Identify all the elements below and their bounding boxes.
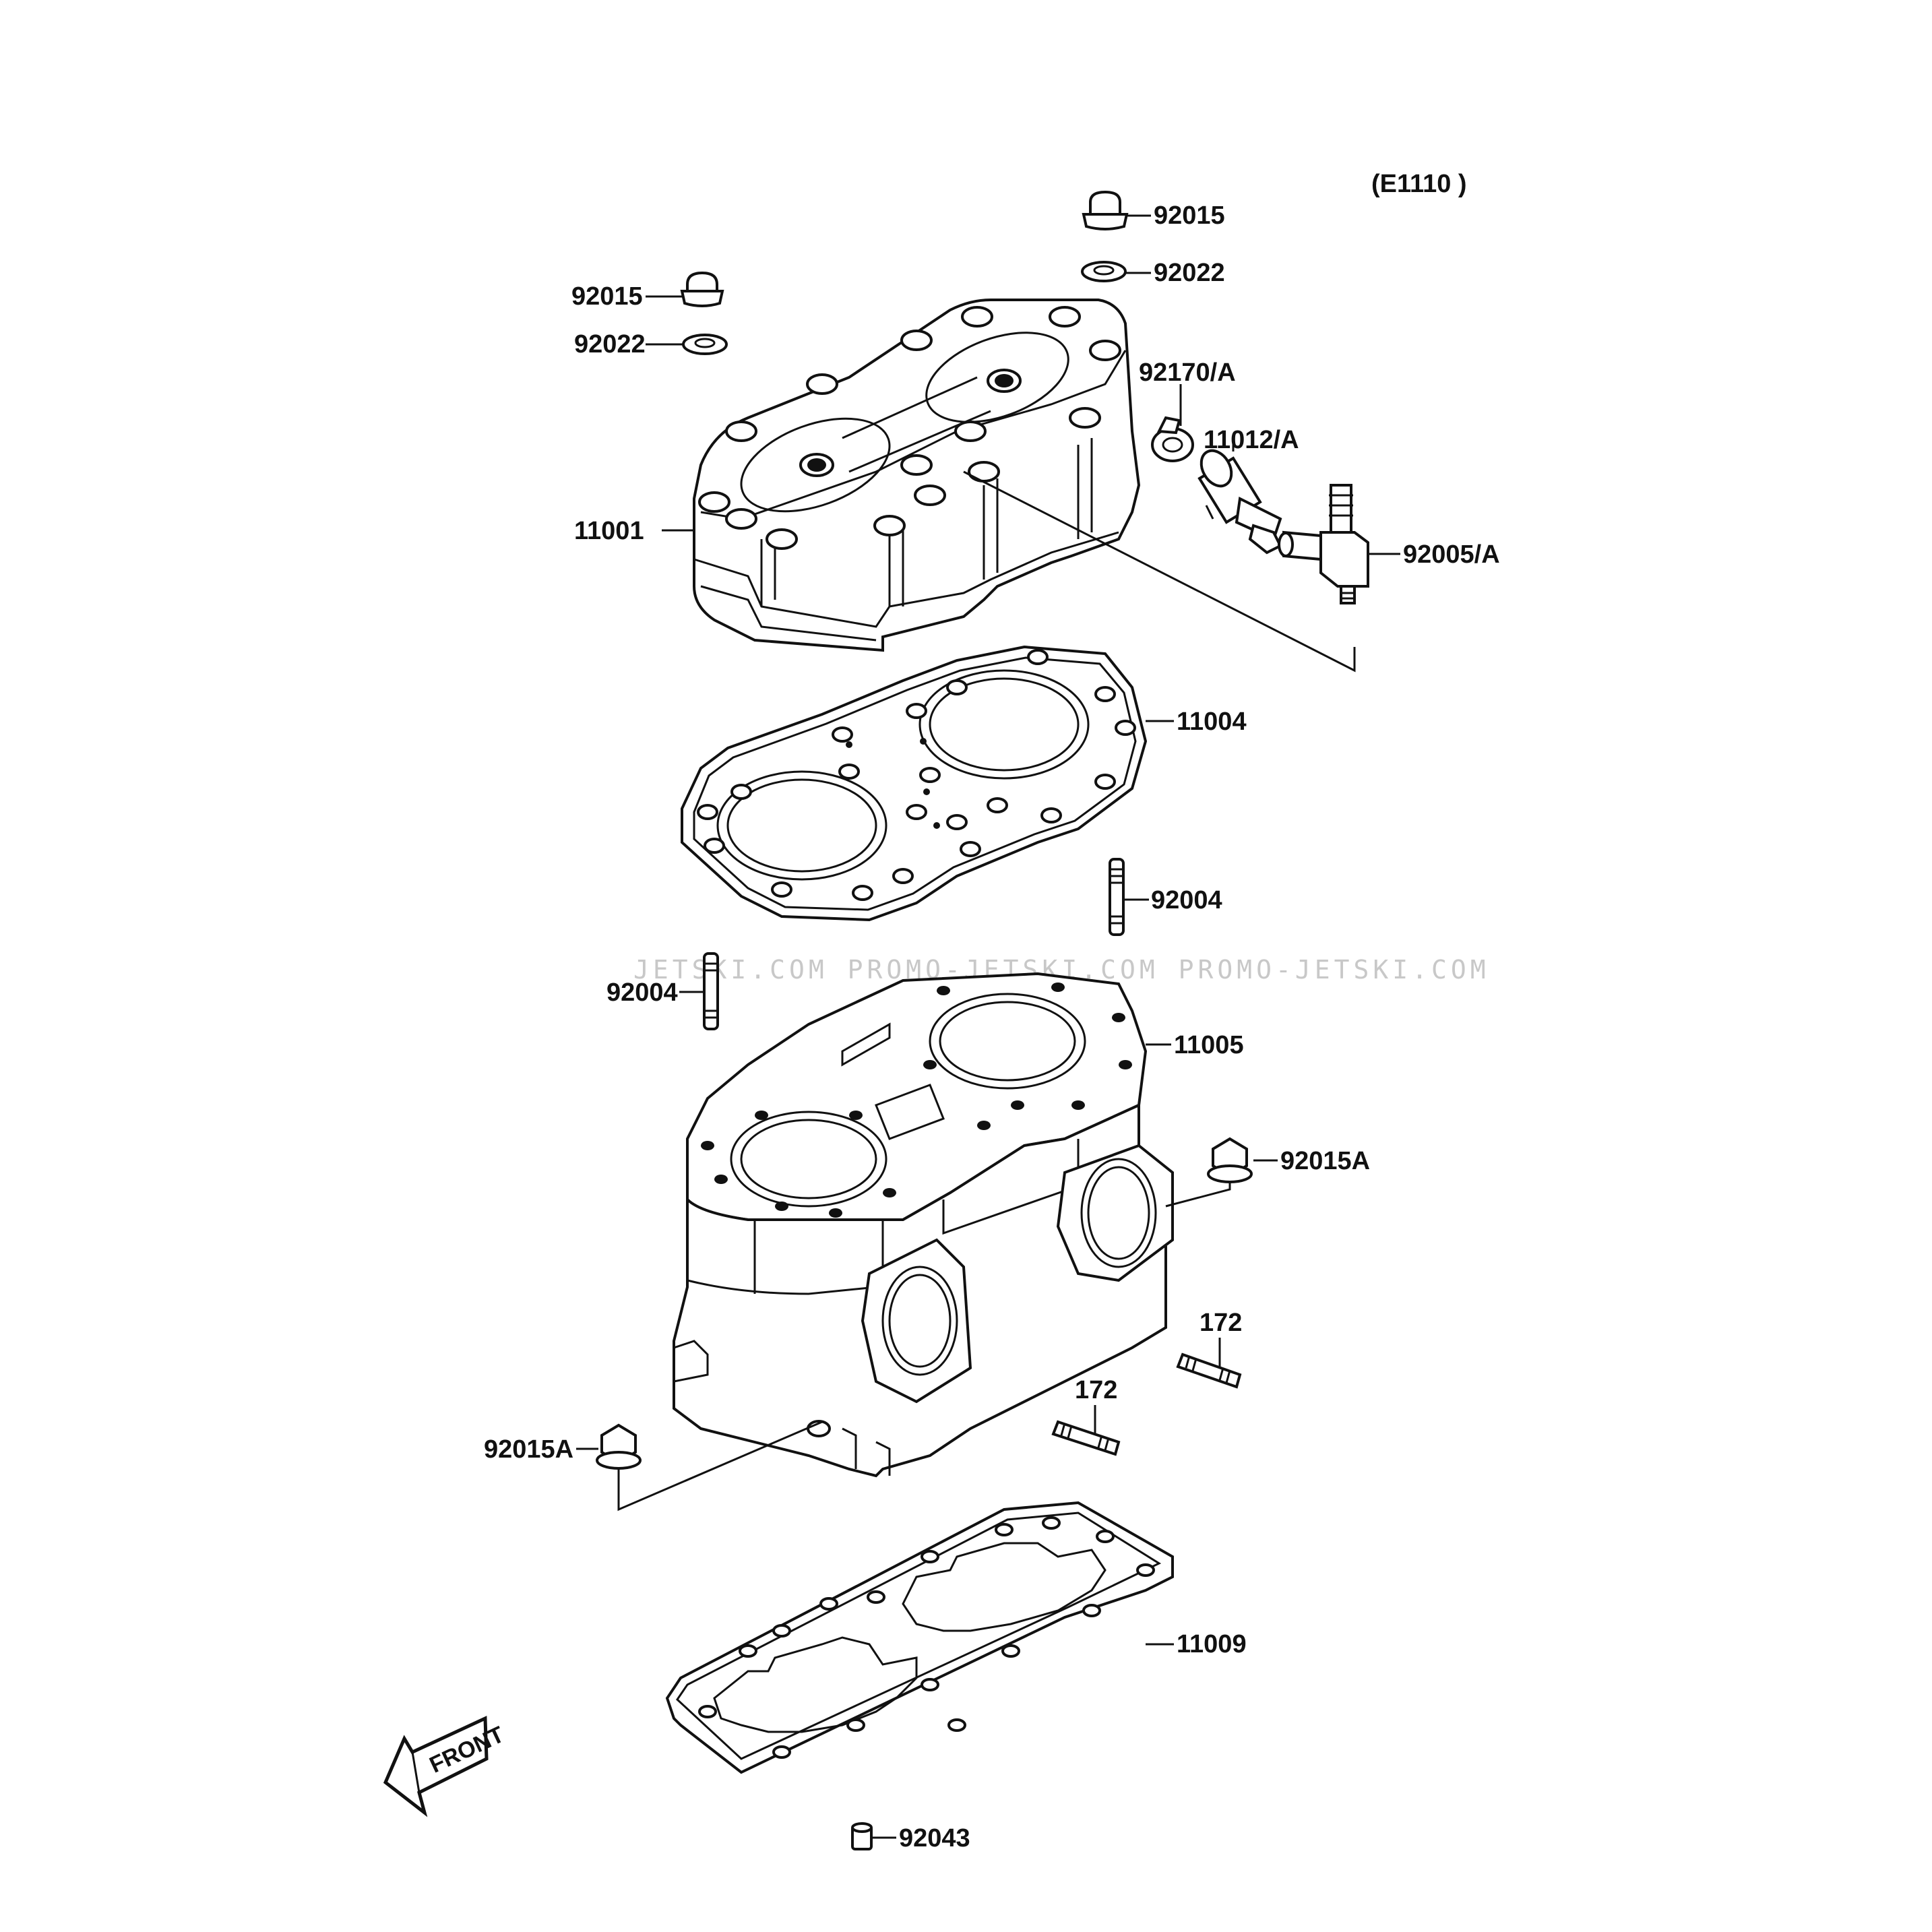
block-deck-holes (701, 983, 1132, 1218)
label-flange-nut-left: 92015A (484, 1435, 573, 1464)
stud-172-mid[interactable] (1051, 1405, 1121, 1456)
leader-head-fitting (963, 470, 1356, 673)
flange-nut-right[interactable] (1165, 1137, 1278, 1208)
label-dowel-pin: 92043 (899, 1824, 970, 1852)
label-flange-nut-right: 92015A (1280, 1147, 1370, 1175)
cap-nut-top-right[interactable] (1082, 190, 1151, 230)
label-nipple-fitting: 92005/A (1403, 540, 1500, 569)
cylinder-block[interactable] (673, 972, 1174, 1478)
label-cap-nut-top-left: 92015 (571, 282, 643, 311)
label-washer-top-left: 92022 (574, 330, 646, 359)
cap-nut-top-left[interactable] (646, 271, 724, 307)
dowel-pin[interactable] (851, 1822, 896, 1850)
stud-172-right[interactable] (1176, 1338, 1242, 1389)
stud-left[interactable] (679, 952, 719, 1030)
base-gasket-holes (698, 1516, 1155, 1759)
clamp[interactable] (1151, 384, 1194, 462)
head-bolt-bosses (698, 306, 1121, 550)
label-washer-top-right: 92022 (1154, 259, 1225, 287)
label-cylinder-head: 11001 (574, 517, 644, 545)
hose-fitting[interactable] (1195, 441, 1282, 555)
base-gasket[interactable] (665, 1501, 1174, 1774)
label-hose-fitting: 11012/A (1204, 426, 1299, 454)
label-stud-172-right: 172 (1199, 1309, 1242, 1337)
flange-nut-left[interactable] (576, 1421, 823, 1512)
label-cap-nut-top-right: 92015 (1154, 201, 1225, 230)
nipple-fitting[interactable] (1278, 484, 1400, 604)
label-stud-upper-right: 92004 (1151, 886, 1222, 914)
label-base-gasket: 11009 (1177, 1630, 1247, 1658)
diagram-code: (E1110 ) (1371, 170, 1467, 198)
stud-upper-right[interactable] (1109, 858, 1149, 936)
cylinder-head[interactable] (662, 299, 1141, 652)
washer-top-left[interactable] (646, 334, 728, 355)
label-cylinder-block: 11005 (1174, 1031, 1244, 1059)
head-gasket[interactable] (681, 645, 1174, 922)
front-arrow-icon: FRONT (383, 1716, 508, 1817)
label-stud-172-mid: 172 (1075, 1376, 1117, 1404)
head-gasket-holes (697, 649, 1136, 901)
label-head-gasket: 11004 (1177, 708, 1247, 736)
label-clamp: 92170/A (1139, 359, 1236, 387)
label-stud-left: 92004 (606, 978, 678, 1007)
washer-top-right[interactable] (1081, 261, 1151, 282)
